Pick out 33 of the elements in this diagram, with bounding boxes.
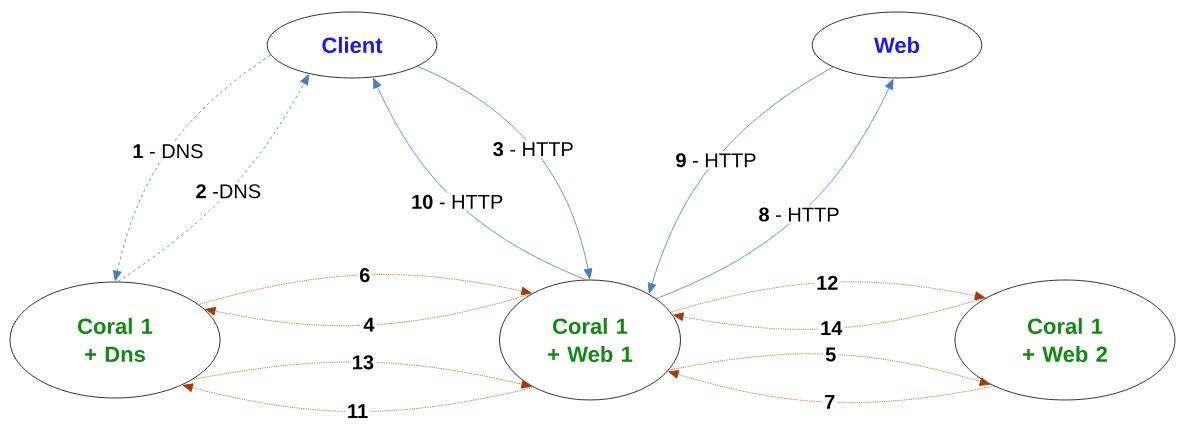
arrow [670,281,986,313]
edge-label: 12 [814,273,841,292]
edge-label: 5 [823,345,839,364]
arrow [668,353,991,386]
arrow [205,293,532,327]
edge-label: 13 [349,353,377,372]
edge-label: 8 - HTTP [756,205,842,224]
arrow [373,77,587,281]
edge-label: 2 -DNS [193,182,264,201]
arrow [668,370,995,404]
edge-label: 14 [818,319,845,338]
arrow [647,66,834,294]
arrow [182,383,534,412]
edge-label: 9 - HTTP [673,151,759,170]
edge-label: 11 [345,402,371,421]
arrow [198,274,532,305]
edge-label: 3 - HTTP [490,140,576,159]
edge-label: 4 [361,315,377,334]
edge-label: 10 - HTTP [409,192,506,211]
edge-label: 6 [357,266,373,285]
arrow [192,361,532,389]
ellipse-node: Client [266,11,438,79]
ellipse-node: Coral 1 + Web 2 [954,279,1176,401]
arrow [655,78,894,299]
ellipse-node: Coral 1 + Web 1 [499,279,681,401]
arrow [117,74,310,282]
arrow [673,296,988,330]
ellipse-node: Coral 1 + Dns [9,281,221,399]
ellipse-node: Web [811,11,983,79]
arrow [113,54,272,281]
edge-label: 1 - DNS [130,142,206,161]
arrow [417,65,593,279]
edge-label: 7 [822,393,838,411]
